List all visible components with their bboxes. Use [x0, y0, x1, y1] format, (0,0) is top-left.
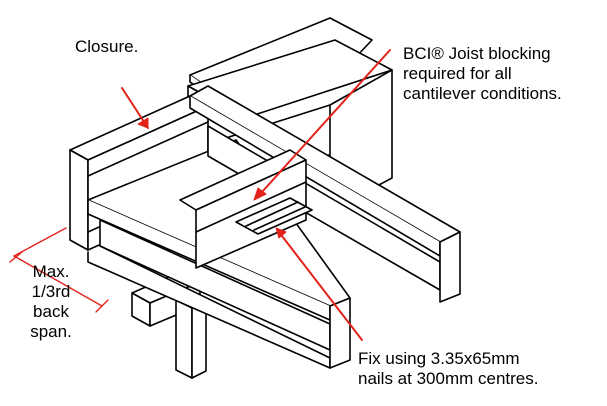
right-joist-end	[439, 231, 461, 303]
closure-text: Closure.	[75, 37, 139, 56]
bci-line-2: required for all	[403, 64, 512, 83]
max-line-2: 1/3rd	[31, 282, 71, 301]
fix-nails-label: Fix using 3.35x65mm nails at 300mm centr…	[358, 349, 538, 389]
closure-arrowhead	[137, 117, 149, 129]
blocking-flange	[195, 181, 307, 233]
closure-front	[69, 149, 89, 251]
bci-line-1: BCI® Joist blocking	[403, 44, 551, 63]
bci-arrowhead	[253, 187, 267, 201]
lower-blocking-lines	[245, 201, 306, 231]
bci-leader	[261, 49, 391, 193]
closure-label: Closure.	[75, 37, 138, 57]
closure-flange-top	[87, 121, 209, 177]
max-line-4: span.	[30, 322, 72, 341]
dimension-line	[13, 255, 103, 307]
fix-line-1: Fix using 3.35x65mm	[358, 349, 520, 368]
fix-arrowhead	[275, 227, 287, 239]
blocking-web	[195, 159, 307, 269]
dimension-tick-2	[95, 299, 109, 313]
max-line-3: back	[33, 302, 69, 321]
front-joist-end	[329, 297, 351, 369]
post-front	[175, 299, 193, 379]
max-line-1: Max.	[32, 262, 70, 281]
dimension-tick-1	[9, 251, 23, 263]
bci-line-3: cantilever conditions.	[403, 84, 562, 103]
max-span-label: Max. 1/3rd back span.	[22, 262, 80, 342]
fix-line-2: nails at 300mm centres.	[358, 369, 539, 388]
lower-blocking	[235, 197, 313, 235]
dimension-ext	[13, 227, 67, 257]
bci-blocking-label: BCI® Joist blocking required for all can…	[403, 44, 562, 104]
fix-leader	[281, 235, 363, 341]
